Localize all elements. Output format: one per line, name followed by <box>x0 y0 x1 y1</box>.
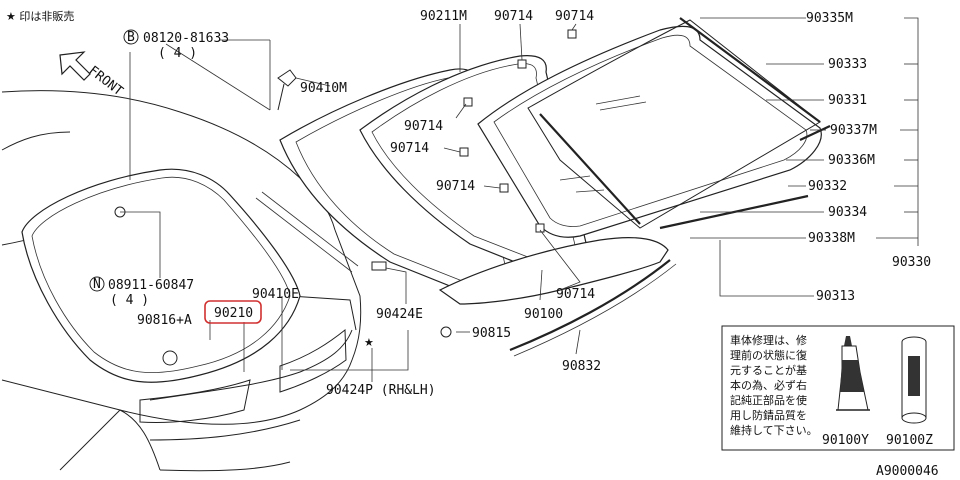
bolt-b-symbol: B <box>127 30 135 45</box>
diagram-id: A9000046 <box>876 464 939 479</box>
bolt-n-symbol: N <box>93 277 101 292</box>
part-90815[interactable]: 90815 <box>472 326 511 341</box>
bolt-n-qty: ( 4 ) <box>110 293 149 308</box>
part-90714-top-a[interactable]: 90714 <box>494 9 533 24</box>
part-90334[interactable]: 90334 <box>828 205 867 220</box>
part-90210[interactable]: 90210 <box>214 306 253 321</box>
note-line-3: 元することが基 <box>730 363 807 377</box>
part-90714-top-b[interactable]: 90714 <box>555 9 594 24</box>
part-90424p[interactable]: 90424P (RH&LH) <box>326 383 436 398</box>
part-90211m[interactable]: 90211M <box>420 9 467 24</box>
part-90714-mid-c[interactable]: 90714 <box>436 179 475 194</box>
part-90816a[interactable]: 90816+A <box>137 313 192 328</box>
part-90331[interactable]: 90331 <box>828 93 867 108</box>
sealant-tube-icon <box>836 336 870 411</box>
part-90410m[interactable]: 90410M <box>300 81 347 96</box>
note-line-6: 用し防錆品質を <box>730 408 807 422</box>
part-90832[interactable]: 90832 <box>562 359 601 374</box>
part-90337m[interactable]: 90337M <box>830 123 877 138</box>
front-arrow-icon <box>59 51 91 81</box>
part-90332[interactable]: 90332 <box>808 179 847 194</box>
bolt-b-qty: ( 4 ) <box>158 46 197 61</box>
note-line-7: 維持して下さい。 <box>730 423 818 437</box>
leader-lines <box>120 17 919 382</box>
note-line-5: 記純正部品を使 <box>730 393 807 407</box>
front-label: FRONT <box>86 63 126 99</box>
part-90100z[interactable]: 90100Z <box>886 433 933 448</box>
part-90714-low[interactable]: 90714 <box>556 287 595 302</box>
star-legend: ★ 印は非販売 <box>6 10 74 23</box>
note-line-1: 車体修理は、修 <box>730 333 807 347</box>
part-90714-mid-b[interactable]: 90714 <box>390 141 429 156</box>
bolt-b: B 08120-81633 ( 4 ) <box>123 29 229 61</box>
repair-note-box: 車体修理は、修 理前の状態に復 元することが基 本の為、必ず右 記純正部品を使 … <box>721 325 955 451</box>
glass-assemblies <box>114 17 831 366</box>
part-90330[interactable]: 90330 <box>892 255 931 270</box>
part-90410e[interactable]: 90410E <box>252 287 299 302</box>
part-90100[interactable]: 90100 <box>524 307 563 322</box>
part-90336m[interactable]: 90336M <box>828 153 875 168</box>
part-90333[interactable]: 90333 <box>828 57 867 72</box>
spray-can-icon <box>901 336 927 424</box>
part-90424e[interactable]: 90424E <box>376 307 423 322</box>
note-line-2: 理前の状態に復 <box>730 348 807 362</box>
part-90714-mid-a[interactable]: 90714 <box>404 119 443 134</box>
car-body-outline <box>1 90 362 472</box>
bolt-n-code: 08911-60847 <box>108 278 194 293</box>
part-90100y[interactable]: 90100Y <box>822 433 869 448</box>
note-line-4: 本の為、必ず右 <box>730 378 807 392</box>
part-90338m[interactable]: 90338M <box>808 231 855 246</box>
star-mark: ★ <box>364 336 374 349</box>
bolt-n: N 08911-60847 ( 4 ) <box>89 276 194 308</box>
part-90210-highlight <box>204 300 262 324</box>
part-90335m[interactable]: 90335M <box>806 11 853 26</box>
bolt-b-code: 08120-81633 <box>143 31 229 46</box>
part-90313[interactable]: 90313 <box>816 289 855 304</box>
